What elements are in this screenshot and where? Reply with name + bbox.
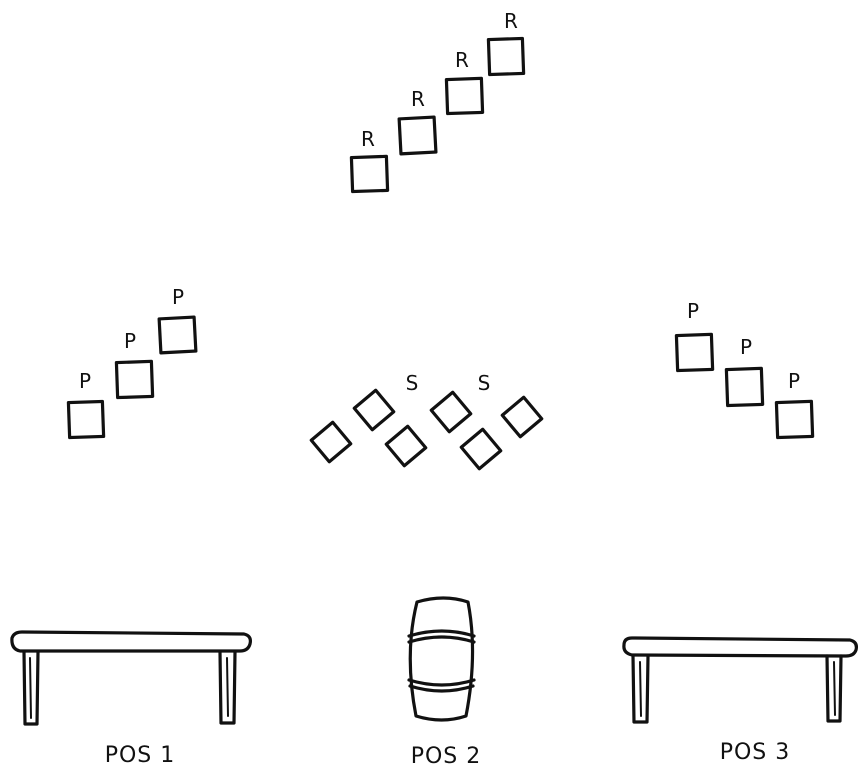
- right-platform-label: P: [788, 369, 800, 393]
- table-leg: [825, 654, 843, 723]
- barrel-hoop: [407, 635, 476, 644]
- center-square: [384, 424, 428, 468]
- riser-step-box: [397, 115, 438, 156]
- barrel-pos-2: [407, 596, 476, 722]
- center-square: [429, 390, 473, 434]
- left-platform-box: [66, 399, 106, 440]
- left-platform-box: [157, 315, 198, 355]
- center-square: [352, 388, 396, 432]
- left-platform-label: P: [79, 369, 91, 393]
- table-leg: [22, 650, 40, 726]
- pos-3-caption: POS 3: [720, 740, 791, 765]
- right-platforms-group: P P P: [674, 299, 815, 440]
- barrel-hoop: [407, 678, 476, 687]
- center-square-label: S: [478, 371, 491, 395]
- left-platform-label: P: [172, 285, 184, 309]
- center-square: [500, 395, 544, 439]
- right-platform-box: [774, 399, 815, 440]
- right-platform-box: [674, 332, 715, 373]
- left-platform-box: [114, 359, 155, 400]
- riser-step-box: [349, 154, 390, 194]
- riser-step-box: [444, 76, 485, 116]
- table-leg: [218, 650, 237, 725]
- center-squares-group: S S: [309, 371, 544, 471]
- right-platform-box: [724, 366, 765, 408]
- center-square: [309, 420, 353, 464]
- table-top: [10, 630, 252, 653]
- barrel-hoop: [407, 629, 476, 638]
- table-pos-3: [622, 636, 858, 724]
- riser-step-box: [486, 36, 526, 77]
- table-top: [622, 636, 858, 658]
- riser-label: R: [504, 9, 518, 33]
- left-platforms-group: P P P: [66, 285, 198, 440]
- riser-steps-group: R R R R: [349, 9, 526, 194]
- riser-label: R: [361, 127, 375, 151]
- table-pos-1: [10, 630, 252, 726]
- pos-2-caption: POS 2: [411, 744, 482, 769]
- center-square: [459, 427, 503, 471]
- center-square-label: S: [406, 371, 419, 395]
- barrel-body: [408, 596, 475, 722]
- riser-label: R: [455, 48, 469, 72]
- riser-label: R: [411, 87, 425, 111]
- left-platform-label: P: [124, 329, 136, 353]
- right-platform-label: P: [687, 299, 699, 323]
- barrel-hoop: [408, 684, 475, 693]
- pos-1-caption: POS 1: [105, 743, 176, 768]
- right-platform-label: P: [740, 335, 752, 359]
- table-leg: [631, 654, 650, 724]
